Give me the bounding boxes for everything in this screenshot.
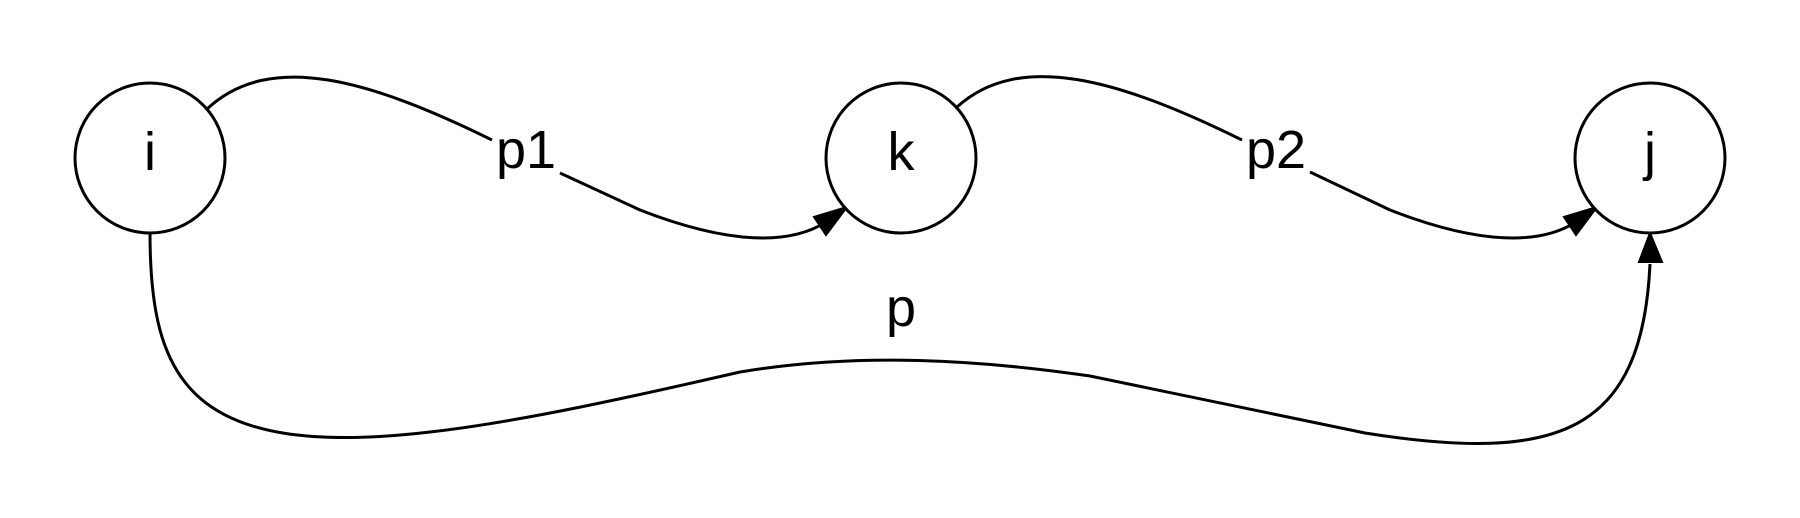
- node-i-circle: [73, 81, 227, 235]
- edge-label-p: p: [886, 278, 916, 338]
- node-k-circle: [824, 81, 978, 235]
- edge-i-to-k: p1: [205, 75, 850, 240]
- edge-k-j-line-cont: [1309, 170, 1577, 240]
- node-i-label: i: [144, 122, 156, 182]
- node-j: j: [1573, 81, 1727, 235]
- node-j-label: j: [1642, 122, 1656, 182]
- edge-i-to-j: p: [148, 230, 1664, 446]
- edge-i-k-line: [205, 75, 493, 142]
- edge-k-to-j: p2: [955, 75, 1600, 240]
- edge-label-p2: p2: [1246, 120, 1306, 180]
- node-j-circle: [1573, 81, 1727, 235]
- node-k: k: [824, 81, 978, 235]
- edge-i-j-arrowhead: [1637, 230, 1664, 263]
- edge-i-k-line-cont: [559, 171, 827, 240]
- node-i: i: [73, 81, 227, 235]
- edge-i-k-arrowhead: [812, 205, 850, 237]
- node-k-label: k: [888, 122, 916, 182]
- edge-label-p1: p1: [496, 120, 556, 180]
- edge-i-j-line: [148, 232, 1652, 446]
- edge-k-j-line: [955, 75, 1243, 142]
- edge-k-j-arrowhead: [1562, 205, 1600, 237]
